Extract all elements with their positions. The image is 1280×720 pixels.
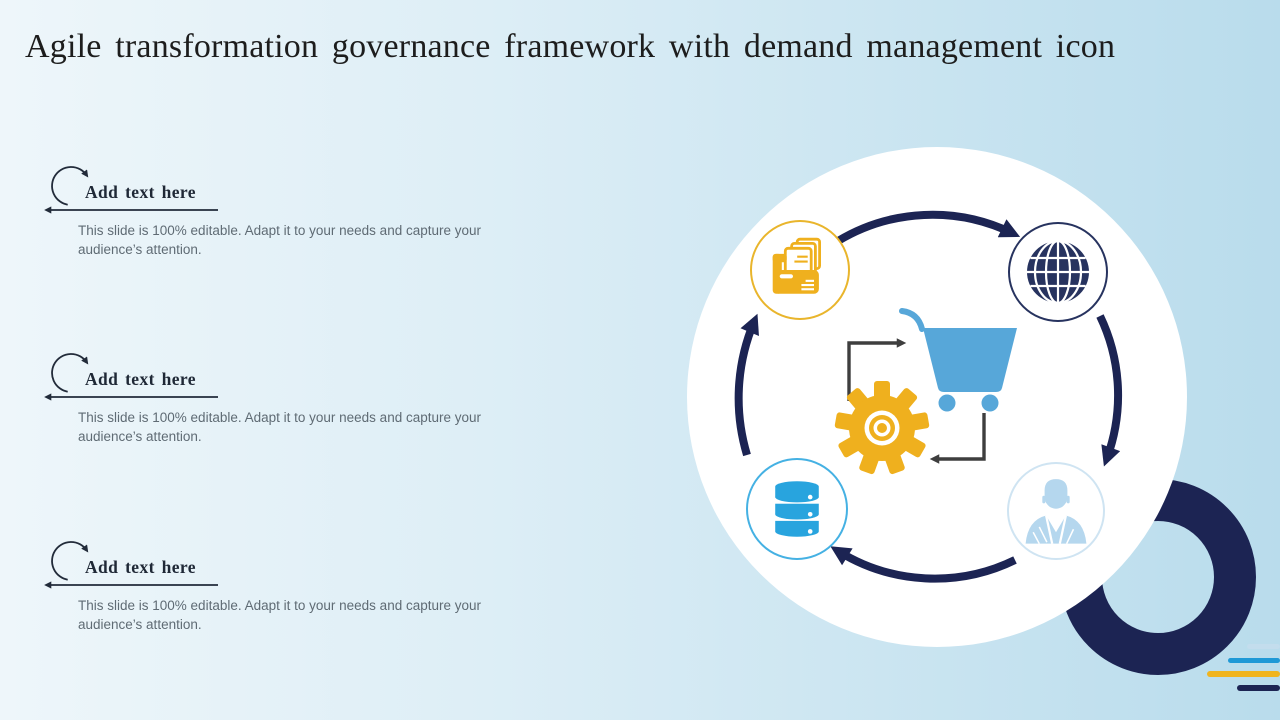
globe-icon bbox=[1027, 239, 1089, 305]
cycle-arrows bbox=[734, 210, 1123, 583]
businessman-icon bbox=[1025, 479, 1087, 545]
decor-line bbox=[1228, 658, 1280, 663]
text-block-2: Add text here This slide is 100% editabl… bbox=[40, 342, 510, 472]
text-block-heading: Add text here bbox=[85, 369, 196, 389]
node-businessman bbox=[1007, 462, 1105, 560]
cycle-arc-top bbox=[835, 210, 1021, 245]
decor-line bbox=[1247, 644, 1280, 649]
gear-icon bbox=[834, 381, 930, 475]
text-block-body: This slide is 100% editable. Adapt it to… bbox=[78, 223, 481, 258]
text-block-heading: Add text here bbox=[85, 557, 196, 577]
shopping-cart-icon bbox=[899, 308, 1017, 412]
loop-arrow-icon bbox=[44, 166, 218, 214]
cycle-arc-right bbox=[1096, 314, 1123, 467]
text-block-body: This slide is 100% editable. Adapt it to… bbox=[78, 598, 481, 633]
cycle-arc-left bbox=[734, 313, 759, 457]
node-database bbox=[746, 458, 848, 560]
decor-line bbox=[1237, 685, 1280, 691]
node-global bbox=[1008, 222, 1108, 322]
process-flow-arrows bbox=[847, 338, 986, 464]
text-block-body: This slide is 100% editable. Adapt it to… bbox=[78, 410, 481, 445]
decor-line bbox=[1207, 671, 1280, 677]
loop-arrow-icon bbox=[44, 541, 218, 589]
text-block-3: Add text here This slide is 100% editabl… bbox=[40, 530, 510, 660]
database-icon bbox=[775, 481, 819, 537]
slide-title: Agile transformation governance framewor… bbox=[25, 28, 1116, 65]
loop-arrow-icon bbox=[44, 353, 218, 401]
text-block-1: Add text here This slide is 100% editabl… bbox=[40, 155, 510, 285]
node-documents bbox=[750, 220, 850, 320]
demand-management-icon bbox=[834, 308, 1017, 475]
cycle-arc-bottom bbox=[830, 546, 1017, 583]
text-block-heading: Add text here bbox=[85, 182, 196, 202]
folder-documents-icon bbox=[772, 237, 821, 294]
